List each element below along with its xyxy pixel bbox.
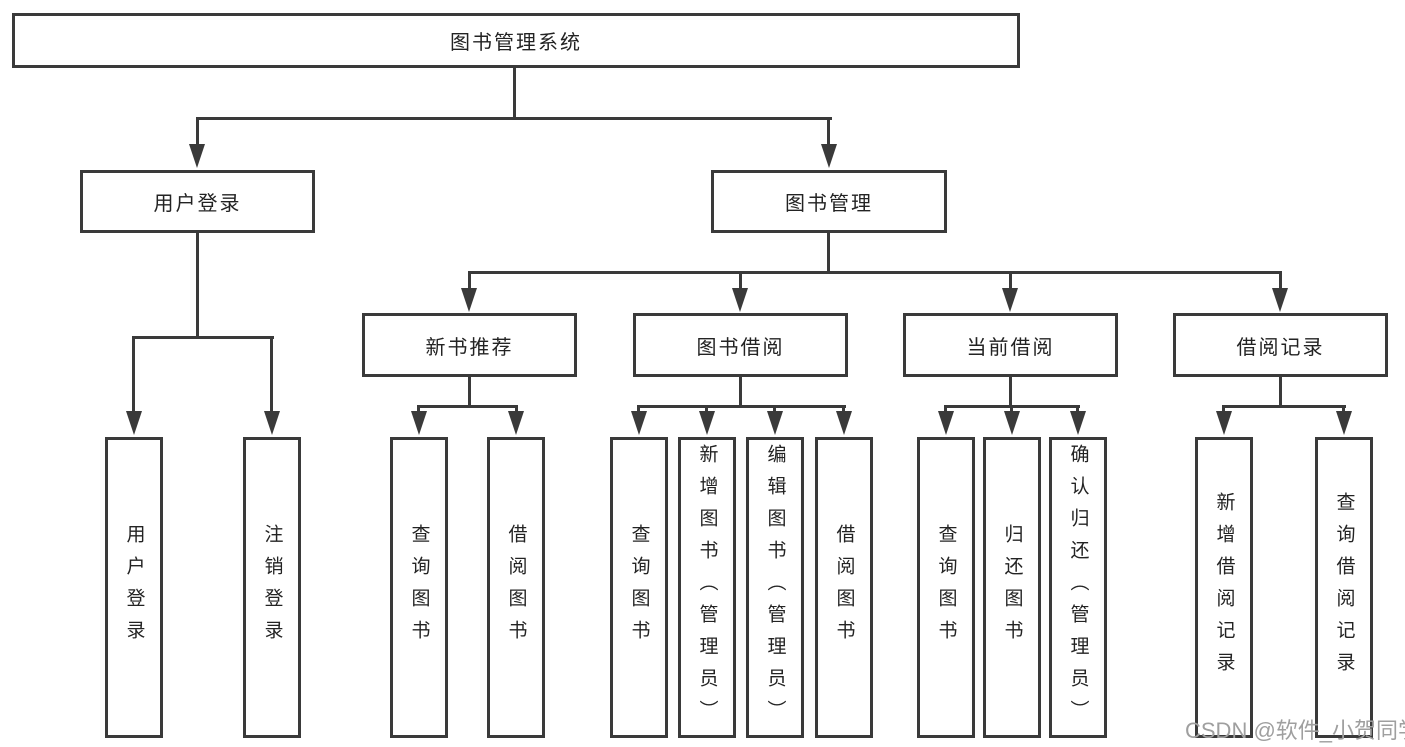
node-root-label: 图书管理系统 <box>450 32 582 54</box>
leaf-borrow-edit-books-admin: 编辑图书（管理员） <box>746 437 804 738</box>
leaf-current-return-books: 归还图书 <box>983 437 1041 738</box>
arrow-down-icon-borrow-edit <box>767 411 783 435</box>
edge-book-management-stem <box>827 231 830 274</box>
leaf-recommend-borrow-books: 借阅图书 <box>487 437 545 738</box>
edge-new-book-recommend-shaft-1 <box>417 405 420 414</box>
edge-new-book-recommend-hbar <box>417 405 518 408</box>
edge-user-login-stem <box>196 231 199 338</box>
edge-current-borrow-shaft-1 <box>944 405 947 414</box>
edge-book-borrow-shaft-2 <box>705 405 708 414</box>
csdn-watermark: CSDN @软件_小贺同学 <box>1185 718 1405 743</box>
edge-root-shaft-user-login <box>196 117 199 147</box>
node-new-book-recommend-label: 新书推荐 <box>425 336 514 359</box>
arrow-down-icon-current-return <box>1004 411 1020 435</box>
edge-root-hbar <box>196 117 832 120</box>
edge-shaft-borrow-records <box>1279 271 1282 291</box>
arrow-down-icon-book-management <box>821 144 837 168</box>
arrow-down-icon-current-borrow <box>1002 288 1018 312</box>
leaf-logout-label: 注销登录 <box>261 523 283 652</box>
leaf-current-query-books-label: 查询图书 <box>935 523 957 652</box>
leaf-borrow-query-books: 查询图书 <box>610 437 668 738</box>
arrow-down-icon-borrow-borrow <box>836 411 852 435</box>
node-root: 图书管理系统 <box>12 13 1020 68</box>
edge-shaft-new-book-recommend <box>468 271 471 291</box>
leaf-borrow-query-books-label: 查询图书 <box>628 523 650 652</box>
edge-root-shaft-book-management <box>827 117 830 147</box>
edge-borrow-records-stem <box>1279 375 1282 408</box>
leaf-borrow-borrow-books: 借阅图书 <box>815 437 873 738</box>
edge-user-login-hbar <box>132 336 274 339</box>
leaf-borrow-borrow-books-label: 借阅图书 <box>833 523 855 652</box>
edge-book-borrow-shaft-1 <box>637 405 640 414</box>
arrow-down-icon-login-leaf <box>126 411 142 435</box>
edge-new-book-recommend-stem <box>468 375 471 408</box>
arrow-down-icon-records-add <box>1216 411 1232 435</box>
node-current-borrow: 当前借阅 <box>903 313 1118 377</box>
arrow-down-icon-recommend-query <box>411 411 427 435</box>
leaf-user-login-label: 用户登录 <box>123 523 145 652</box>
leaf-user-login: 用户登录 <box>105 437 163 738</box>
edge-borrow-records-hbar <box>1222 405 1346 408</box>
leaf-current-confirm-return-admin: 确认归还（管理员） <box>1049 437 1107 738</box>
node-user-login-label: 用户登录 <box>153 193 242 215</box>
edge-book-borrow-shaft-4 <box>842 405 845 414</box>
arrow-down-icon-records-query <box>1336 411 1352 435</box>
leaf-records-add-record: 新增借阅记录 <box>1195 437 1253 738</box>
leaf-records-query-record-label: 查询借阅记录 <box>1333 491 1355 684</box>
edge-current-borrow-stem <box>1009 375 1012 408</box>
edge-new-book-recommend-shaft-2 <box>515 405 518 414</box>
edge-book-management-hbar <box>468 271 1282 274</box>
leaf-current-query-books: 查询图书 <box>917 437 975 738</box>
edge-user-login-shaft-1 <box>132 336 135 413</box>
edge-root-stem <box>513 66 516 119</box>
edge-book-borrow-hbar <box>637 405 846 408</box>
leaf-borrow-edit-books-admin-label: 编辑图书（管理员） <box>764 443 786 732</box>
arrow-down-icon-current-confirm <box>1070 411 1086 435</box>
node-book-management-label: 图书管理 <box>785 193 873 215</box>
edge-book-borrow-stem <box>739 375 742 408</box>
node-user-login: 用户登录 <box>80 170 315 233</box>
node-book-borrow-label: 图书借阅 <box>696 336 785 359</box>
leaf-current-confirm-return-admin-label: 确认归还（管理员） <box>1067 443 1089 732</box>
node-book-borrow: 图书借阅 <box>633 313 848 377</box>
arrow-down-icon-current-query <box>938 411 954 435</box>
node-new-book-recommend: 新书推荐 <box>362 313 577 377</box>
arrow-down-icon-recommend-borrow <box>508 411 524 435</box>
edge-book-borrow-shaft-3 <box>773 405 776 414</box>
edge-shaft-book-borrow <box>739 271 742 291</box>
edge-borrow-records-shaft-2 <box>1342 405 1345 414</box>
leaf-borrow-add-books-admin-label: 新增图书（管理员） <box>696 443 718 732</box>
node-borrow-records: 借阅记录 <box>1173 313 1388 377</box>
leaf-logout: 注销登录 <box>243 437 301 738</box>
node-borrow-records-label: 借阅记录 <box>1236 336 1325 359</box>
leaf-recommend-query-books: 查询图书 <box>390 437 448 738</box>
node-book-management: 图书管理 <box>711 170 947 233</box>
leaf-recommend-borrow-books-label: 借阅图书 <box>505 523 527 652</box>
leaf-records-add-record-label: 新增借阅记录 <box>1213 491 1235 684</box>
edge-borrow-records-shaft-1 <box>1222 405 1225 414</box>
leaf-recommend-query-books-label: 查询图书 <box>408 523 430 652</box>
node-current-borrow-label: 当前借阅 <box>966 336 1055 359</box>
edge-current-borrow-shaft-2 <box>1010 405 1013 414</box>
edge-current-borrow-shaft-3 <box>1076 405 1079 414</box>
arrow-down-icon-user-login <box>189 144 205 168</box>
arrow-down-icon-borrow-query <box>631 411 647 435</box>
arrow-down-icon-logout-leaf <box>264 411 280 435</box>
leaf-borrow-add-books-admin: 新增图书（管理员） <box>678 437 736 738</box>
arrow-down-icon-borrow-add <box>699 411 715 435</box>
leaf-current-return-books-label: 归还图书 <box>1001 523 1023 652</box>
edge-shaft-current-borrow <box>1009 271 1012 291</box>
edge-user-login-shaft-2 <box>270 336 273 413</box>
arrow-down-icon-new-book-recommend <box>461 288 477 312</box>
arrow-down-icon-borrow-records <box>1272 288 1288 312</box>
leaf-records-query-record: 查询借阅记录 <box>1315 437 1373 738</box>
arrow-down-icon-book-borrow <box>732 288 748 312</box>
